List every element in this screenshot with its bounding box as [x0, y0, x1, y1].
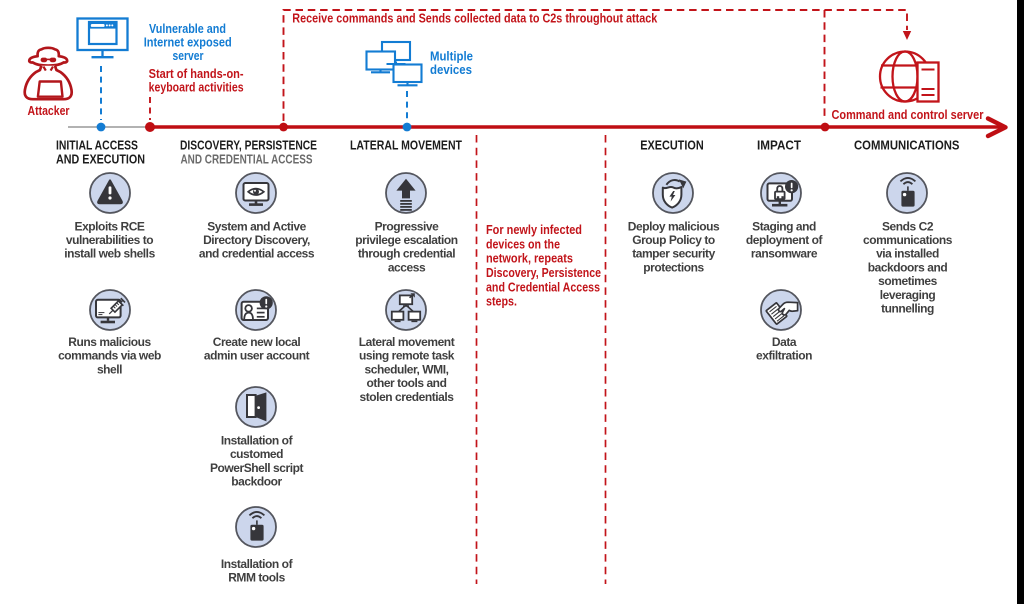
- svg-text:RMM tools: RMM tools: [228, 571, 285, 585]
- svg-text:using remote task: using remote task: [359, 349, 455, 363]
- svg-text:Data: Data: [772, 335, 797, 349]
- svg-text:and credential access: and credential access: [199, 247, 315, 261]
- svg-text:COMMUNICATIONS: COMMUNICATIONS: [854, 139, 960, 153]
- svg-text:Lateral movement: Lateral movement: [359, 335, 455, 349]
- svg-text:other tools and: other tools and: [367, 376, 447, 390]
- svg-text:Attacker: Attacker: [28, 104, 70, 118]
- svg-text:Installation of: Installation of: [221, 433, 294, 447]
- svg-text:tamper security: tamper security: [632, 247, 715, 261]
- svg-text:Deploy malicious: Deploy malicious: [628, 219, 720, 233]
- svg-text:Staging and: Staging and: [752, 219, 816, 233]
- svg-text:Directory Discovery,: Directory Discovery,: [203, 233, 310, 247]
- svg-text:Internet exposed: Internet exposed: [144, 35, 232, 49]
- svg-text:Sends C2: Sends C2: [882, 219, 934, 233]
- svg-text:backdoors and: backdoors and: [868, 260, 948, 274]
- svg-text:tunnelling: tunnelling: [881, 302, 934, 316]
- svg-text:For newly infected: For newly infected: [486, 223, 582, 237]
- svg-text:sometimes: sometimes: [878, 274, 937, 288]
- svg-text:keyboard activities: keyboard activities: [149, 80, 244, 94]
- svg-text:Runs malicious: Runs malicious: [68, 335, 151, 349]
- svg-text:Start of hands-on-: Start of hands-on-: [149, 67, 244, 81]
- svg-text:Group Policy to: Group Policy to: [632, 233, 715, 247]
- svg-text:commands via web: commands via web: [58, 349, 161, 363]
- svg-text:scheduler, WMI,: scheduler, WMI,: [365, 362, 449, 376]
- svg-text:admin user account: admin user account: [204, 349, 310, 363]
- svg-text:Create new local: Create new local: [213, 335, 301, 349]
- svg-text:via installed: via installed: [876, 247, 939, 261]
- svg-text:devices: devices: [430, 63, 472, 77]
- svg-text:DISCOVERY, PERSISTENCE: DISCOVERY, PERSISTENCE: [180, 139, 317, 153]
- svg-text:customed: customed: [230, 447, 283, 461]
- svg-text:exfiltration: exfiltration: [756, 349, 812, 363]
- svg-text:deployment of: deployment of: [746, 233, 824, 247]
- svg-text:PowerShell script: PowerShell script: [210, 461, 304, 475]
- svg-text:vulnerabilities to: vulnerabilities to: [66, 233, 153, 247]
- svg-text:System and Active: System and Active: [207, 219, 306, 233]
- svg-text:shell: shell: [97, 362, 122, 376]
- svg-text:privilege escalation: privilege escalation: [355, 233, 458, 247]
- svg-text:and Credential Access: and Credential Access: [486, 280, 600, 294]
- svg-text:steps.: steps.: [486, 295, 517, 309]
- svg-text:protections: protections: [643, 260, 704, 274]
- svg-text:access: access: [388, 260, 426, 274]
- svg-text:ransomware: ransomware: [751, 247, 818, 261]
- svg-text:network, repeats: network, repeats: [486, 252, 573, 266]
- svg-text:LATERAL MOVEMENT: LATERAL MOVEMENT: [350, 139, 462, 153]
- svg-text:stolen credentials: stolen credentials: [360, 390, 455, 404]
- svg-text:Multiple: Multiple: [430, 50, 473, 64]
- svg-text:devices on the: devices on the: [486, 237, 560, 251]
- svg-text:AND EXECUTION: AND EXECUTION: [56, 152, 145, 166]
- svg-text:EXECUTION: EXECUTION: [640, 139, 704, 153]
- svg-text:AND CREDENTIAL ACCESS: AND CREDENTIAL ACCESS: [181, 152, 313, 166]
- svg-text:Vulnerable and: Vulnerable and: [149, 22, 226, 36]
- svg-text:server: server: [173, 49, 204, 63]
- svg-text:IMPACT: IMPACT: [757, 139, 801, 153]
- svg-text:Progressive: Progressive: [375, 219, 440, 233]
- svg-text:leveraging: leveraging: [880, 288, 936, 302]
- svg-text:Exploits RCE: Exploits RCE: [75, 219, 145, 233]
- svg-text:Discovery, Persistence: Discovery, Persistence: [486, 266, 601, 280]
- svg-text:Receive commands and Sends col: Receive commands and Sends collected dat…: [292, 12, 658, 26]
- svg-text:Command and control server: Command and control server: [832, 108, 984, 122]
- svg-text:install web shells: install web shells: [64, 247, 155, 261]
- svg-text:backdoor: backdoor: [231, 475, 282, 489]
- svg-text:communications: communications: [863, 233, 953, 247]
- svg-text:Installation of: Installation of: [221, 557, 294, 571]
- svg-text:INITIAL ACCESS: INITIAL ACCESS: [56, 139, 138, 153]
- svg-text:through credential: through credential: [358, 247, 455, 261]
